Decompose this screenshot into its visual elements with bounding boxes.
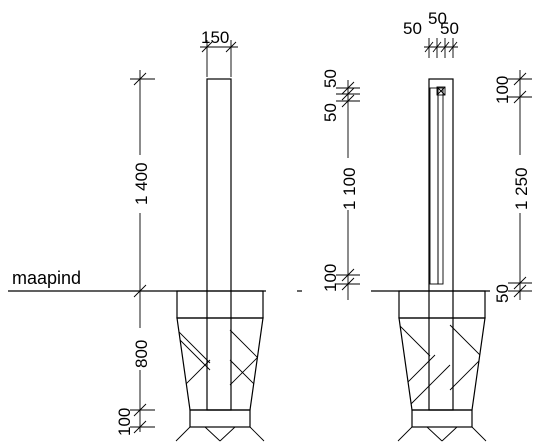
right-view: 50 50 50 50 50 1 100 100 xyxy=(321,9,532,442)
right-foundation xyxy=(397,290,487,442)
right-width-label-1: 50 xyxy=(403,19,422,38)
right-inner-bottom-label: 100 xyxy=(321,264,340,292)
ground-line: maapind xyxy=(8,268,490,292)
left-height-dimension: 1 400 800 100 xyxy=(115,70,155,436)
right-width-label-2: 50 xyxy=(428,9,447,28)
right-inner-height-label: 1 100 xyxy=(340,167,359,210)
right-post xyxy=(428,78,454,411)
right-insert xyxy=(429,87,439,285)
right-inner-top-1-label: 50 xyxy=(321,69,340,88)
right-inner-top-2-label: 50 xyxy=(321,103,340,122)
left-width-dimension: 150 xyxy=(200,28,238,77)
right-outer-top-label: 100 xyxy=(493,76,512,104)
left-view: 150 1 400 800 100 xyxy=(115,28,265,442)
left-post xyxy=(206,78,232,411)
left-width-label: 150 xyxy=(201,28,229,47)
right-outer-dimension: 100 1 250 50 xyxy=(493,70,532,303)
left-foundation xyxy=(175,290,265,442)
right-width-dimension: 50 50 50 xyxy=(403,9,459,58)
ground-label: maapind xyxy=(12,268,81,288)
right-width-label-3: 50 xyxy=(440,19,459,38)
left-base-label: 100 xyxy=(115,408,134,436)
left-height-label: 1 400 xyxy=(132,162,151,205)
right-outer-height-label: 1 250 xyxy=(512,167,531,210)
left-depth-label: 800 xyxy=(132,340,151,368)
right-outer-bottom-label: 50 xyxy=(493,284,512,303)
right-inner-dimension: 50 50 1 100 100 xyxy=(321,69,360,300)
